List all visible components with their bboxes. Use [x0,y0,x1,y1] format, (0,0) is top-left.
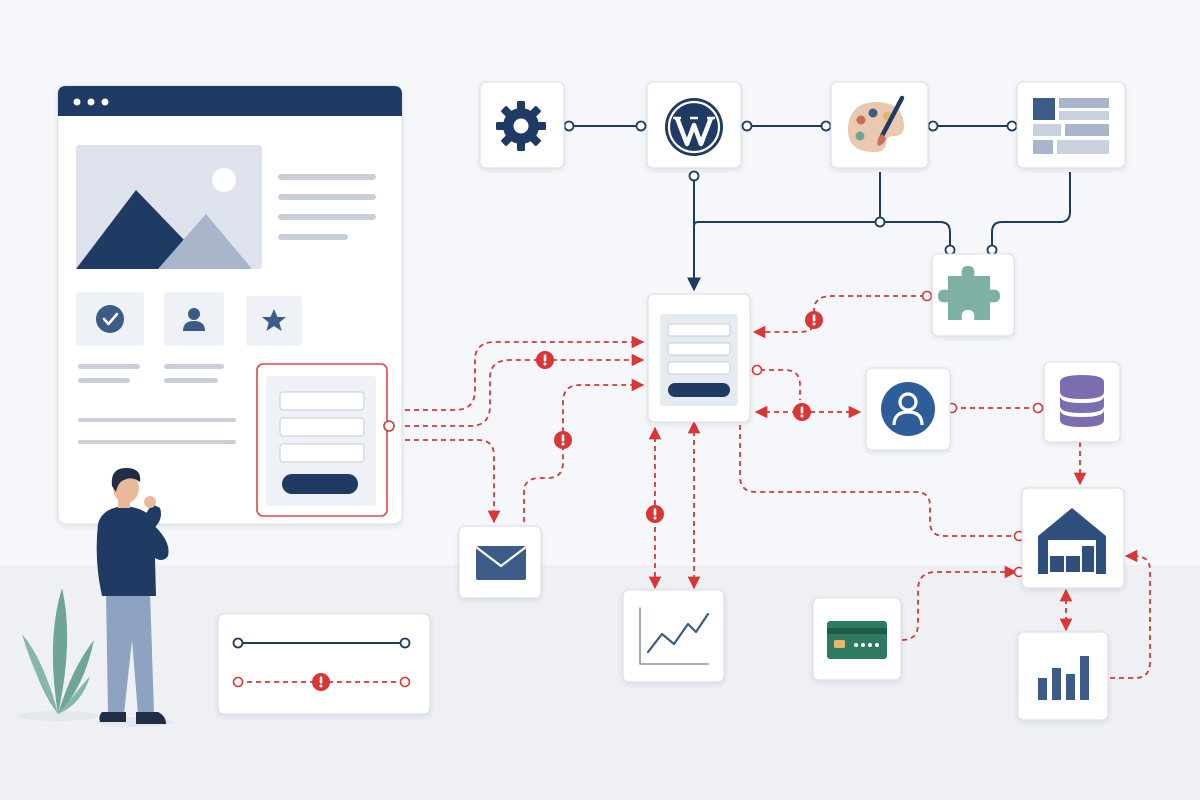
warehouse-icon [1038,508,1106,574]
node-palette [830,81,929,169]
legend-broken-connection [232,673,411,691]
error-markers [536,311,823,523]
puzzle-icon [938,266,1000,320]
link-layout-puzzle [991,172,1071,250]
feature-user [164,292,224,346]
person-shoe [99,712,126,722]
analytics-chart-icon [639,607,710,665]
node-analytics [622,589,725,683]
link-bus-main [693,221,880,230]
form-input [667,361,731,375]
form-submit-button [282,474,358,494]
exclamation-circle-icon [554,431,572,449]
node-central-form [647,293,751,423]
credit-card-icon [827,621,887,659]
plant-illustration [18,588,98,721]
node-user-account [865,367,951,451]
broken-login-form-b [405,353,645,427]
form-input [667,323,731,337]
person-shoe [136,712,166,724]
form-input [279,443,365,463]
person-leg [106,590,154,714]
broken-payment-warehouse [901,565,1018,641]
gear-icon [496,101,546,151]
node-puzzle [931,253,1015,337]
legend-working-connection [232,637,411,649]
window-dot [101,98,109,106]
window-title-bar [58,86,402,116]
feature-star [246,296,302,346]
website-window [57,85,403,525]
node-bar-chart [1017,631,1109,721]
exclamation-circle-icon [793,403,811,421]
broken-connections [405,295,1151,679]
exclamation-circle-icon [805,311,823,329]
broken-barchart-warehouse [1110,549,1151,679]
person-hand [144,496,156,508]
user-account-icon [881,382,935,436]
broken-puzzle-form [752,295,925,339]
email-icon [475,546,527,580]
node-wordpress [646,81,742,169]
bar-chart-icon [1038,656,1089,700]
node-email [458,525,542,599]
image-placeholder-icon [76,145,262,269]
form-submit-button [668,383,730,397]
exclamation-circle-icon [646,505,664,523]
person-hair [111,468,141,492]
broken-login-form [256,363,395,517]
legend [217,613,431,715]
node-credit-card [812,597,902,681]
node-layout [1016,81,1126,169]
person-arm-raised [140,504,161,530]
form-input [279,391,365,411]
database-icon [1060,375,1104,427]
user-icon [183,308,205,331]
floor [0,565,1200,800]
person-arm [140,520,169,560]
node-gear [479,81,565,169]
layout-grid-icon [1033,98,1109,154]
form-input [279,417,365,437]
text-lines [278,174,376,240]
feature-check [76,292,144,346]
link-bus-puzzle [880,221,951,250]
broken-connection-ports [751,290,1044,578]
check-circle-icon [96,305,124,333]
window-dot [87,98,95,106]
broken-email-form [523,378,645,522]
window-dot [73,98,81,106]
node-database [1043,361,1121,443]
person-illustration [96,468,172,727]
person-torso [96,506,156,596]
wordpress-icon [665,98,723,156]
broken-login-form-a [405,335,645,411]
broken-login-email [405,439,501,524]
solid-connection-ports [563,120,1018,256]
exclamation-circle-icon [536,351,554,369]
palette-icon [848,95,905,152]
feature-text-lines [78,364,236,444]
node-warehouse [1021,487,1125,589]
star-icon [262,309,286,331]
exclamation-circle-icon [312,673,330,691]
broken-form-user [760,369,801,400]
form-input [667,342,731,356]
form-port [383,420,395,432]
